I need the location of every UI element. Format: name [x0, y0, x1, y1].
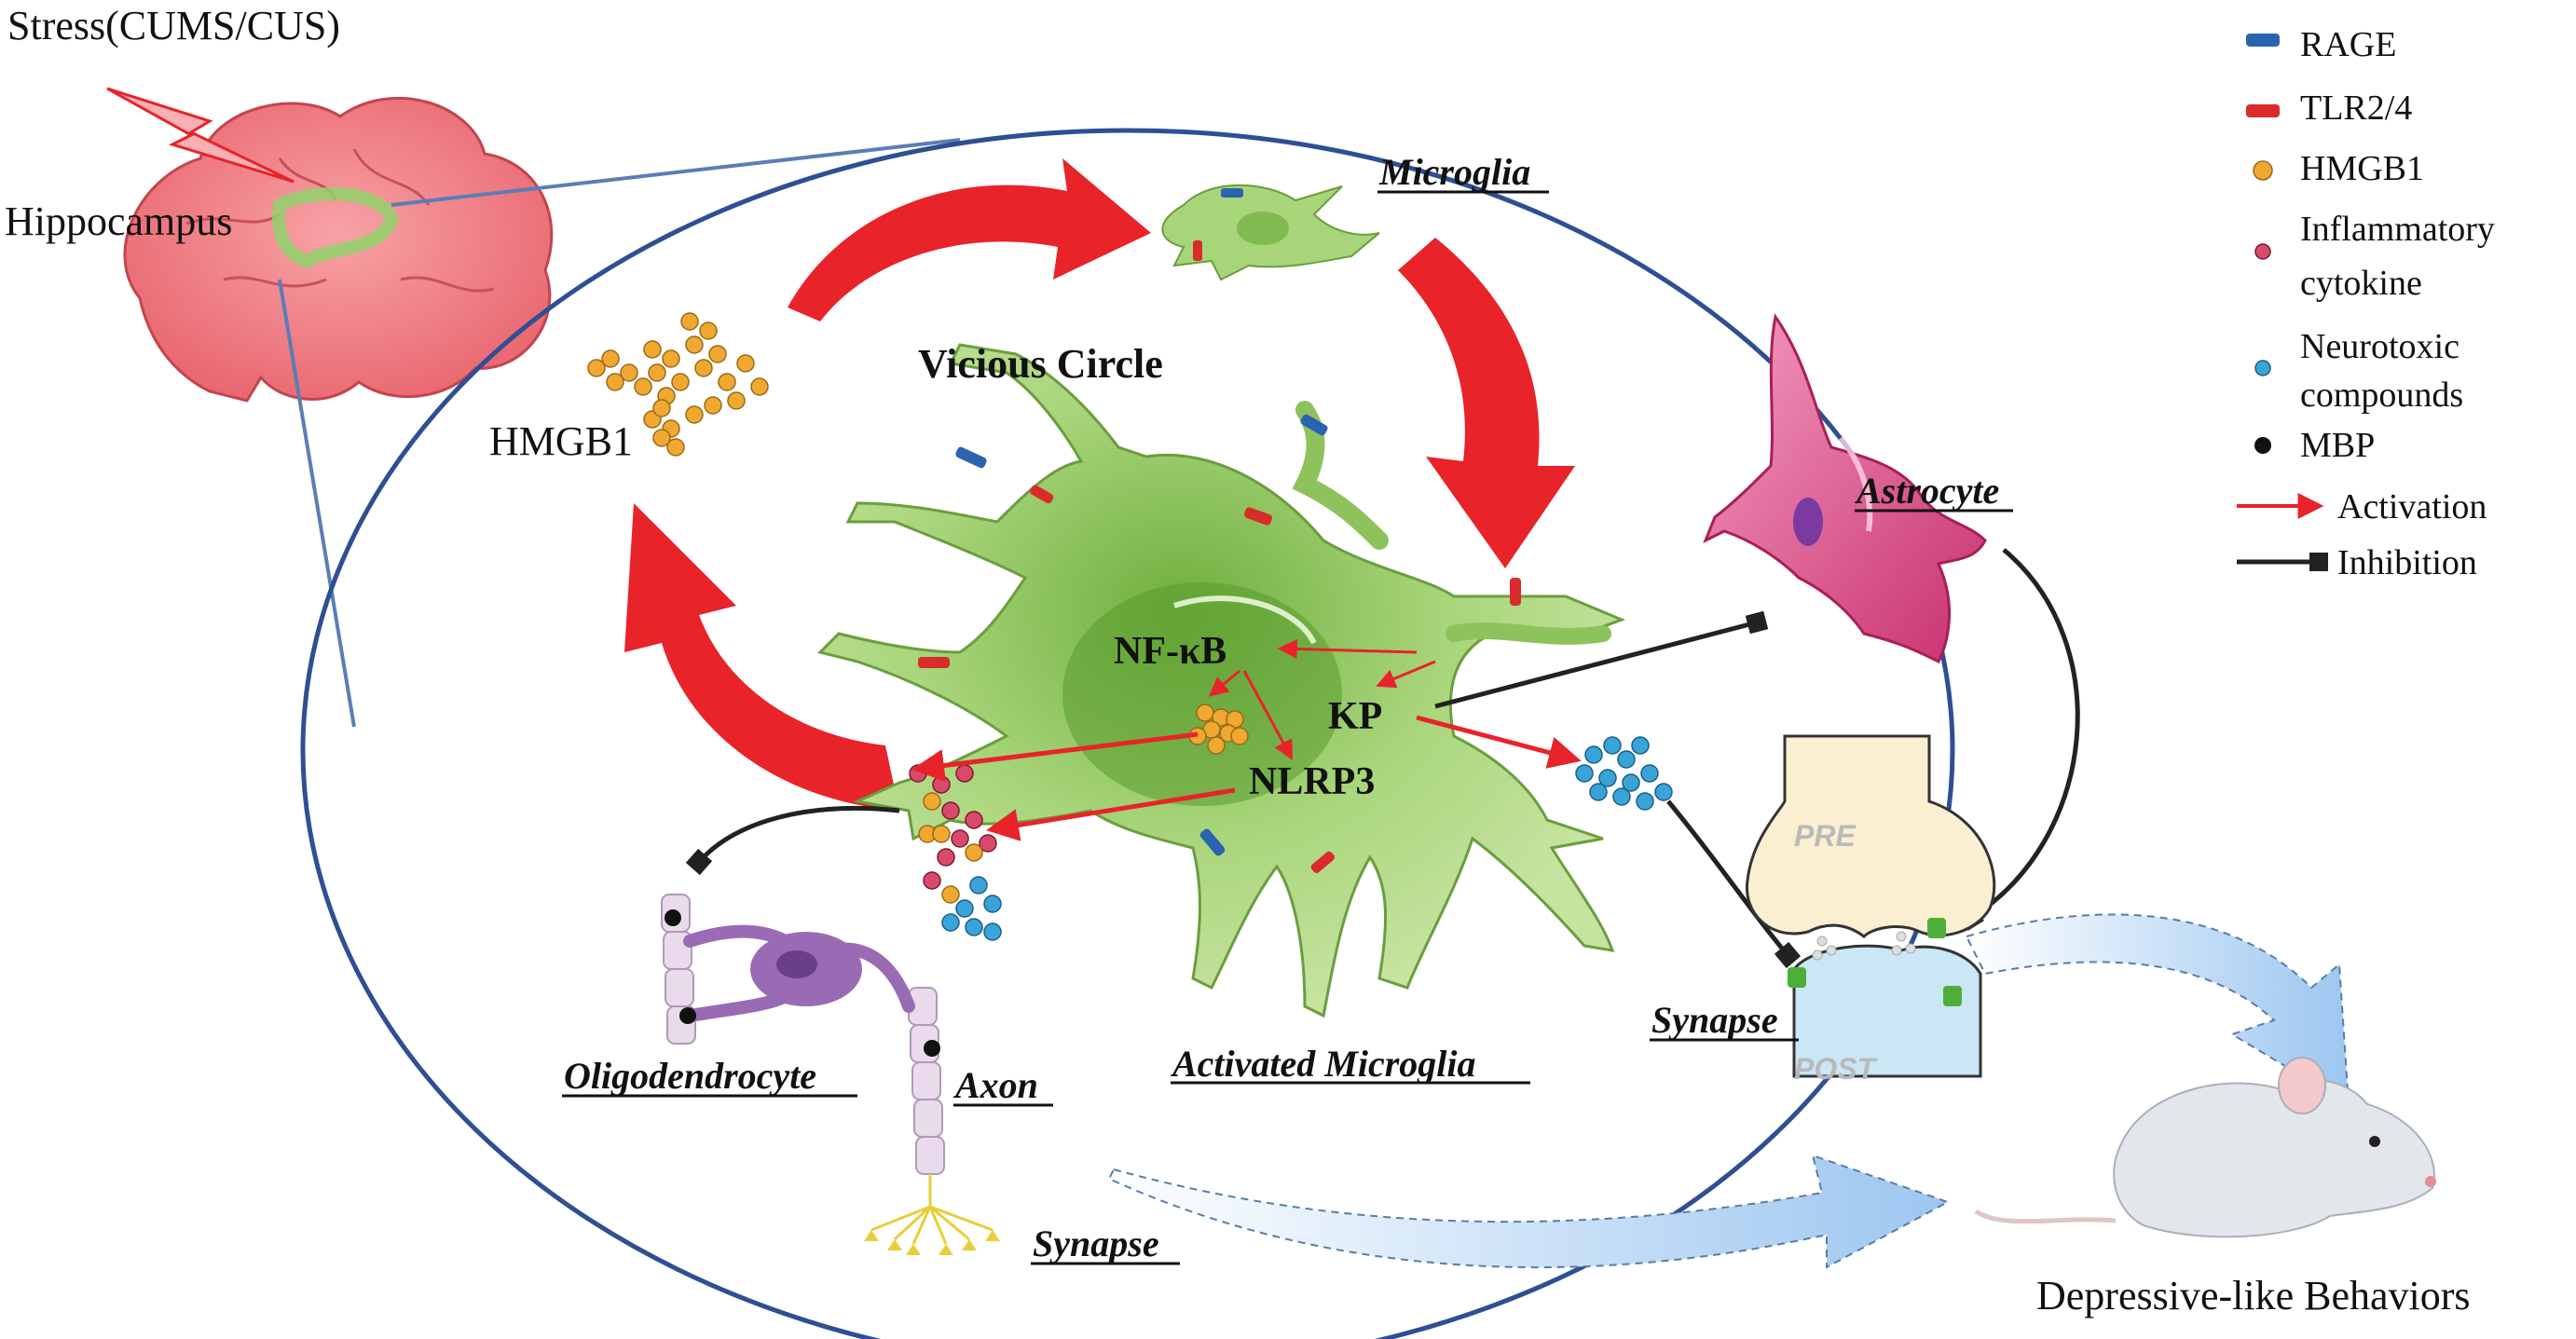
vicious-circle-arrows — [624, 158, 1575, 811]
legend-tlr-label: TLR2/4 — [2300, 89, 2412, 128]
legend-cytokine-label-1: Inflammatory — [2300, 210, 2495, 249]
synapse-right-label: Synapse — [1651, 999, 1778, 1041]
pre-label: PRE — [1794, 819, 1857, 853]
outcome-arrows — [1107, 913, 2350, 1269]
legend-cytokine-label-2: cytokine — [2300, 264, 2422, 303]
legend-neurotoxic-label-2: compounds — [2300, 376, 2463, 415]
zoom-line-bottom — [278, 279, 356, 728]
oligodendrocyte-cell — [661, 894, 1000, 1255]
mouse-illustration — [1974, 1057, 2436, 1238]
synapse-illustration — [1745, 734, 1996, 1078]
hippocampus-label: Hippocampus — [5, 198, 232, 244]
outcome-label: Depressive-like Behaviors — [2036, 1273, 2471, 1319]
axon-label: Axon — [952, 1064, 1038, 1106]
astrocyte-label: Astrocyte — [1854, 470, 1999, 512]
legend-cytokine-icon — [2254, 243, 2271, 260]
microglia-label: Microglia — [1378, 151, 1530, 193]
legend-neurotoxic-label-1: Neurotoxic — [2300, 327, 2460, 366]
nfkb-label: NF-κB — [1114, 630, 1226, 673]
synapse-bottom-label: Synapse — [1033, 1223, 1159, 1264]
post-label: POST — [1794, 1052, 1878, 1086]
legend-rage-icon — [2246, 34, 2280, 47]
legend-mbp-label: MBP — [2300, 426, 2375, 465]
legend-hmgb1-icon — [2253, 160, 2273, 181]
brain-illustration — [123, 96, 554, 403]
legend: RAGE TLR2/4 HMGB1 Inflammatory cytokine … — [2237, 25, 2495, 582]
legend-hmgb1-label: HMGB1 — [2300, 149, 2424, 188]
legend-activation-label: Activation — [2337, 487, 2487, 526]
stress-label: Stress(CUMS/CUS) — [7, 3, 340, 48]
legend-tlr-icon — [2246, 104, 2280, 117]
nlrp3-label: NLRP3 — [1249, 760, 1375, 803]
legend-rage-label: RAGE — [2300, 25, 2396, 64]
legend-neurotoxic-icon — [2254, 360, 2271, 376]
cytokine-cluster — [909, 764, 1002, 941]
zoom-line-top — [391, 138, 961, 207]
legend-inhibition-label: Inhibition — [2337, 543, 2477, 582]
oligodendrocyte-label: Oligodendrocyte — [564, 1055, 816, 1097]
activated-microglia-label: Activated Microglia — [1170, 1043, 1476, 1085]
vicious-circle-label: Vicious Circle — [918, 341, 1163, 387]
stress-lightning-icon — [106, 87, 295, 184]
legend-mbp-icon — [2254, 437, 2271, 454]
hmgb1-cluster — [587, 312, 769, 457]
hippocampus-zoom-ellipse — [300, 128, 1955, 1339]
inhibition-lines — [685, 548, 2080, 969]
internal-activation-arrows — [1208, 638, 1436, 760]
kp-label: KP — [1328, 695, 1382, 738]
astrocyte-cell — [1703, 313, 1987, 664]
hmgb1-label: HMGB1 — [489, 418, 633, 464]
activation-arrows — [911, 715, 1582, 841]
microglia-cell — [1161, 184, 1380, 281]
neurotoxic-compounds-cluster — [1575, 736, 1673, 811]
